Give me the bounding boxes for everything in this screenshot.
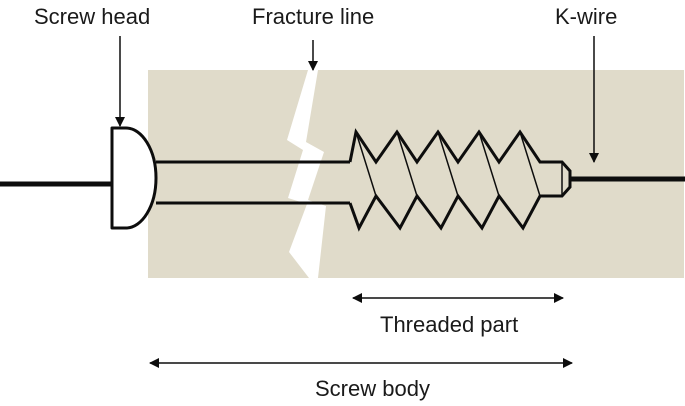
label-threaded-part: Threaded part <box>380 312 518 337</box>
screw-thread-outline <box>348 128 572 232</box>
label-screw-body: Screw body <box>315 376 430 401</box>
label-screw-head: Screw head <box>34 4 150 29</box>
label-fracture-line: Fracture line <box>252 4 374 29</box>
fracture-line <box>287 70 326 278</box>
bone-block <box>148 70 684 278</box>
thread-helix-lines <box>355 131 563 197</box>
screw-head <box>110 126 158 230</box>
label-k-wire: K-wire <box>555 4 617 29</box>
